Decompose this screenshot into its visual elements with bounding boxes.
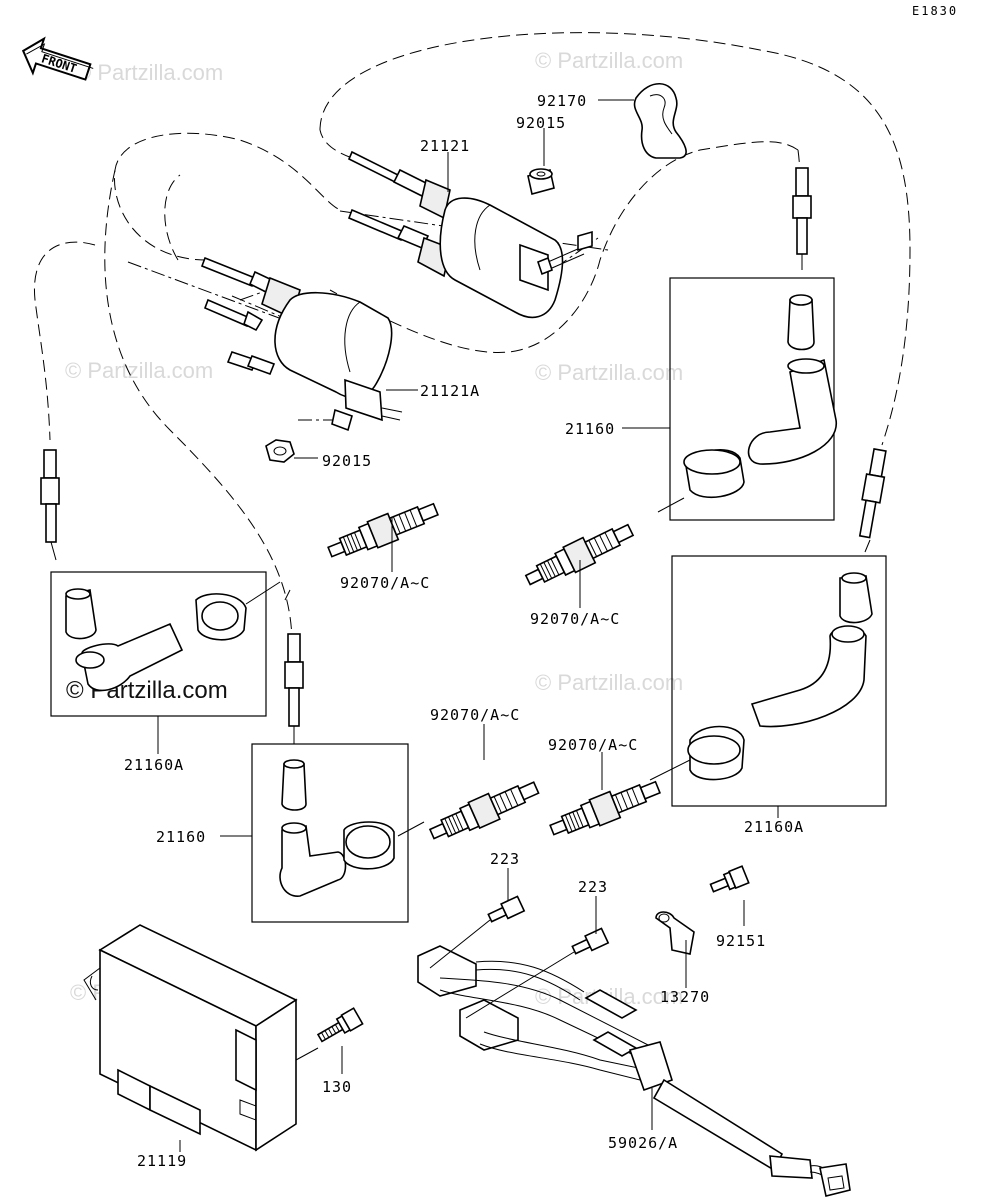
bolt-130 — [316, 1007, 364, 1043]
spacer-92015 — [527, 168, 555, 195]
spark-plug — [549, 780, 661, 836]
igniter-21119 — [83, 924, 298, 1152]
watermark: © Partzilla.com — [535, 360, 683, 385]
plug-cap-21160a-right — [671, 555, 887, 807]
screw-223 — [571, 927, 610, 955]
leader-lines — [157, 99, 779, 1152]
part-label: 92015 — [516, 114, 566, 132]
screw-223 — [487, 895, 526, 923]
part-label: 21160 — [156, 828, 206, 846]
nut-92015 — [265, 439, 295, 463]
part-label: 21160A — [124, 756, 184, 774]
lead-terminal — [40, 449, 60, 543]
lead-terminal — [792, 167, 812, 255]
part-label: 223 — [490, 850, 520, 868]
part-label: 92070/A~C — [430, 706, 520, 724]
part-labels: 92170 92015 21121 21121A 92015 21160 920… — [124, 92, 804, 1170]
wire-routing — [33, 32, 911, 641]
clamp-92170 — [633, 83, 687, 159]
spark-plug — [524, 523, 635, 586]
watermark: © Partzilla.com — [65, 358, 213, 383]
bolt-92151 — [709, 865, 750, 893]
part-label: 21160A — [744, 818, 804, 836]
part-label: 92070/A~C — [530, 610, 620, 628]
part-label: 223 — [578, 878, 608, 896]
part-label: 92070/A~C — [340, 574, 430, 592]
part-label: 13270 — [660, 988, 710, 1006]
spark-plug — [428, 781, 540, 840]
part-label: 92015 — [322, 452, 372, 470]
part-label: 21160 — [565, 420, 615, 438]
part-label: 21121 — [420, 137, 470, 155]
part-label: 21121A — [420, 382, 480, 400]
front-arrow-icon: FRONT — [21, 36, 94, 81]
lead-terminal — [284, 633, 304, 727]
part-label: 130 — [322, 1078, 352, 1096]
watermark: © Partzilla.com — [535, 670, 683, 695]
spark-plug — [327, 502, 439, 558]
part-label: 59026/A — [608, 1134, 678, 1152]
plug-cap-21160-lower — [251, 743, 409, 923]
part-label: 92070/A~C — [548, 736, 638, 754]
clamp-13270 — [655, 911, 695, 955]
part-label: 92170 — [537, 92, 587, 110]
ignition-coil-21121 — [347, 150, 593, 319]
part-label: 21119 — [137, 1152, 187, 1170]
ignition-coil-21121a — [200, 256, 403, 432]
plug-cap-21160a-left — [50, 571, 267, 717]
diagram-code: E1830 — [912, 4, 958, 18]
part-label: 92151 — [716, 932, 766, 950]
watermark: © Partzilla.com — [535, 48, 683, 73]
plug-cap-21160-upper — [669, 277, 837, 521]
watermark: © Partzilla.com — [75, 60, 223, 85]
lead-terminal — [858, 448, 887, 539]
